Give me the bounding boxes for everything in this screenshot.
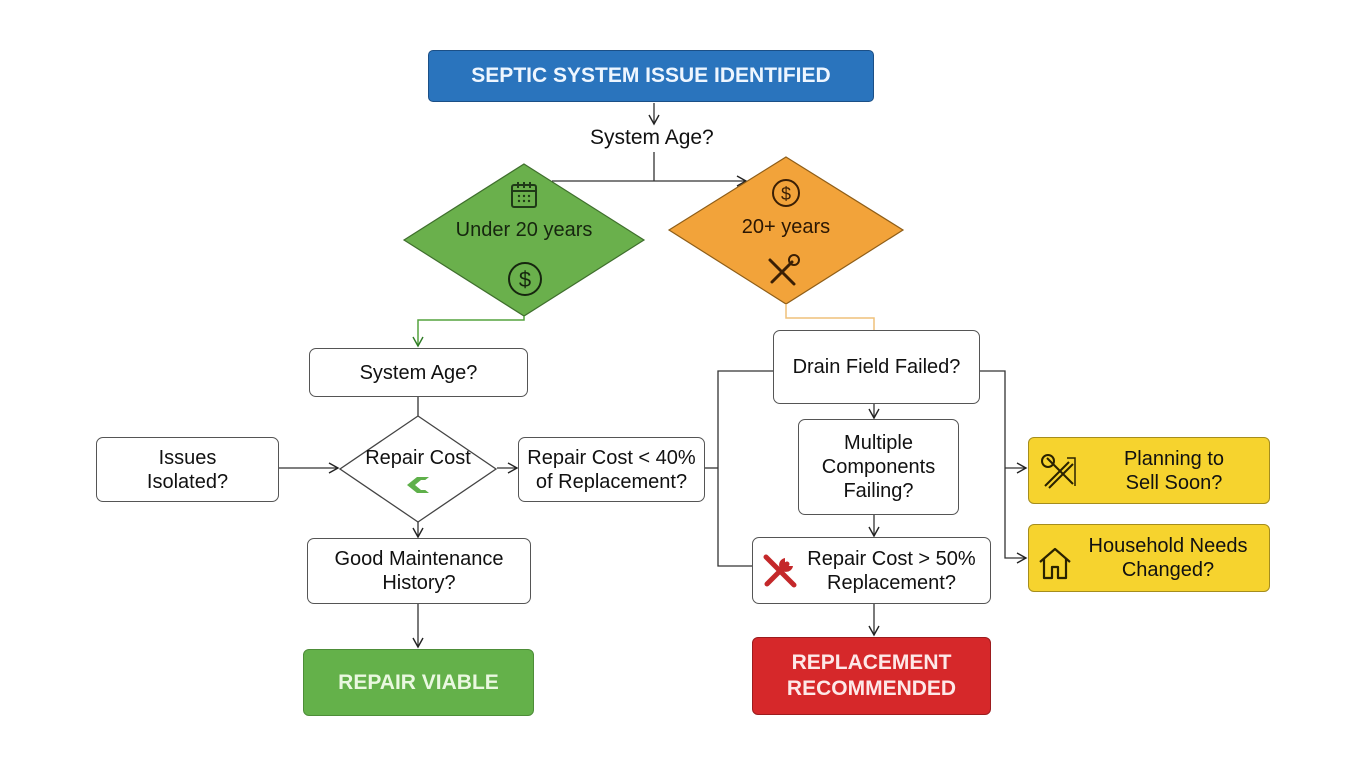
branch-20-plus-label: 20+ years [741,216,831,238]
node-repair-cost-50: Repair Cost > 50% Replacement? [752,537,991,604]
diamond-repair-cost-label: Repair Cost [365,447,471,469]
node-planning-line2: Sell Soon? [1125,471,1223,494]
node-planning-text: Planning to Sell Soon? [1124,447,1224,495]
edge-drain-right-bracket [980,370,1028,564]
leaf-arrows-icon [407,477,429,493]
outcome-repair-viable-text: REPAIR VIABLE [338,670,499,694]
node-drain-field-failed: Drain Field Failed? [773,330,980,404]
node-household-needs: Household Needs Changed? [1028,524,1270,592]
node-drain-field-failed-text: Drain Field Failed? [792,356,961,378]
node-household-line2: Changed? [1121,559,1215,581]
tools-crossed-icon [1041,454,1076,489]
node-multiple-components-line3: Failing? [843,480,914,502]
outcome-repair-viable: REPAIR VIABLE [303,649,534,716]
edge-bracket [717,370,773,567]
node-issues-isolated-line2: Isolated? [146,470,229,493]
node-repair-cost-40-line2: of Replacement? [535,470,688,493]
node-system-age-text: System Age? [359,361,478,384]
title-text: SEPTIC SYSTEM ISSUE IDENTIFIED [471,64,831,87]
node-good-maintenance-line2: History? [382,572,456,594]
dollar-icon: $ [508,262,542,296]
tools-icon [768,254,800,286]
outcome-replacement-line1: REPLACEMENT [791,651,952,674]
node-planning-to-sell: Planning to Sell Soon? [1028,437,1270,504]
node-multiple-components-line2: Components [821,456,936,478]
node-multiple-components-line1: Multiple [844,432,913,454]
dollar-icon: $ [772,179,800,207]
node-good-maintenance-line1: Good Maintenance [334,548,504,570]
calendar-icon [511,182,537,208]
outcome-replacement-line2: RECOMMENDED [786,677,957,700]
node-household-line1: Household Needs [1088,535,1248,557]
node-repair-cost-40: Repair Cost < 40% of Replacement? [518,437,705,502]
node-repair-cost-50-line2: Replacement? [827,571,956,594]
start-node-issue-identified: SEPTIC SYSTEM ISSUE IDENTIFIED [428,50,874,102]
node-household-text: Household Needs Changed? [1089,534,1248,582]
house-icon [1039,547,1071,580]
question-system-age: System Age? [590,126,714,149]
node-issues-isolated-line1: Issues [158,446,217,469]
svg-text:$: $ [519,267,531,292]
svg-text:$: $ [781,184,791,204]
edge-under20-to-age [412,316,525,348]
node-planning-line1: Planning to [1123,447,1225,470]
node-good-maintenance: Good Maintenance History? [307,538,531,604]
node-repair-cost-50-text: Repair Cost > 50% Replacement? [807,547,975,595]
node-repair-cost-50-line1: Repair Cost > 50% [807,547,976,570]
branch-under-20-label: Under 20 years [455,219,593,241]
red-tools-icon [763,554,797,588]
node-multiple-components: Multiple Components Failing? [798,419,959,515]
node-repair-cost-40-line1: Repair Cost < 40% [527,446,696,469]
outcome-replacement-recommended: REPLACEMENT RECOMMENDED [752,637,991,715]
node-issues-isolated: Issues Isolated? [96,437,279,502]
node-system-age: System Age? [309,348,528,397]
